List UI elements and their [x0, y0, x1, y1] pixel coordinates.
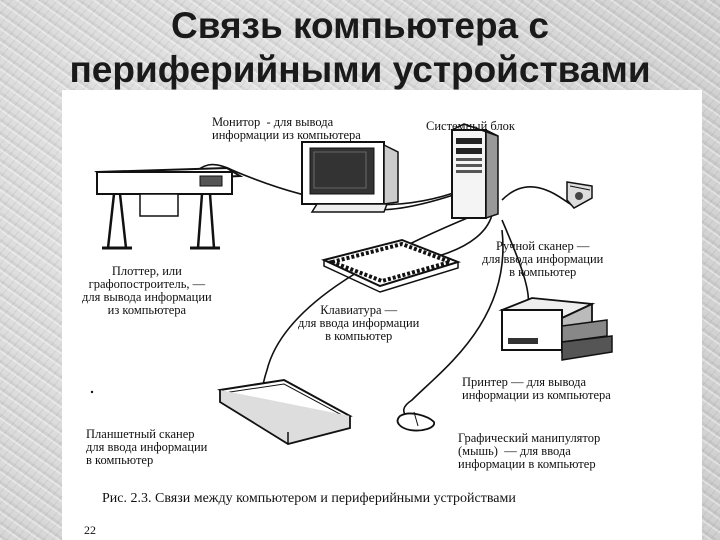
slide-title-line-1: Связь компьютера с	[170, 5, 549, 46]
cable-mouse	[403, 229, 504, 421]
mouse-label: Графический манипулятор (мышь) — для вво…	[458, 431, 601, 471]
page-number: 22	[84, 523, 96, 537]
plotter-icon	[94, 166, 244, 250]
flatbed-scanner-label: Планшетный сканер для ввода информации в…	[86, 427, 208, 467]
printer-icon	[498, 297, 613, 361]
dot-mark	[90, 390, 94, 394]
system-unit-label: Системный блок	[426, 119, 516, 133]
plotter-label: Плоттер, или графопостроитель, — для выв…	[82, 264, 212, 317]
keyboard-label: Клавиатура — для ввода информации в комп…	[298, 303, 420, 343]
monitor-icon	[301, 141, 399, 213]
diagram-panel: Монитор - для вывода информации из компь…	[62, 90, 702, 540]
diagram-drawing	[90, 123, 613, 445]
system-unit-icon	[451, 123, 499, 220]
cable-hand-scanner	[501, 186, 573, 206]
keyboard-icon	[321, 238, 462, 293]
monitor-label: Монитор - для вывода информации из компь…	[212, 115, 361, 142]
mouse-icon	[396, 411, 435, 432]
slide-title-line-2: периферийными устройствами	[69, 49, 651, 90]
hand-scanner-icon	[566, 181, 593, 209]
printer-label: Принтер — для вывода информации из компь…	[462, 375, 611, 402]
flatbed-scanner-icon	[217, 378, 353, 445]
figure-caption: Рис. 2.3. Связи между компьютером и пери…	[102, 491, 516, 506]
hand-scanner-label: Ручной сканер — для ввода информации в к…	[482, 239, 604, 279]
cable-plotter	[191, 163, 463, 206]
slide-title: Связь компьютера с периферийными устройс…	[0, 4, 720, 92]
